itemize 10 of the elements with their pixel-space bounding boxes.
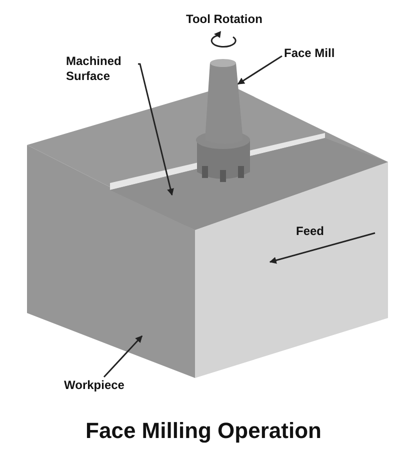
leader-line xyxy=(103,335,143,378)
part-label: Face Mill xyxy=(284,46,354,61)
caption: Face Milling Operation xyxy=(84,418,322,444)
leader-line xyxy=(138,63,174,196)
part-label: Workpiece xyxy=(64,378,144,393)
annotation-label: Feed xyxy=(296,224,324,239)
leader-line xyxy=(237,55,282,85)
part-label: Machined Surface xyxy=(66,54,146,84)
face-mill-drawing xyxy=(196,59,250,182)
annotation-label: Tool Rotation xyxy=(186,12,262,27)
